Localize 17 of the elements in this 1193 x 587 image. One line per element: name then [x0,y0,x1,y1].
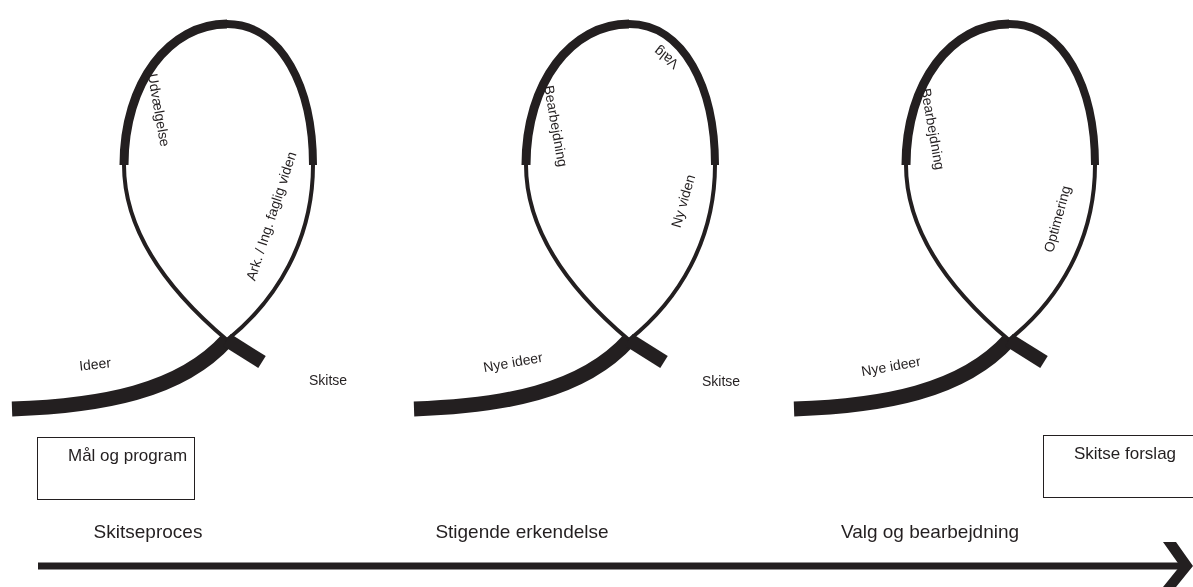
phase-label: Skitseproces [93,521,203,543]
loop-label: Skitse [308,372,348,388]
loop-label: Ny viden [667,172,699,230]
loop-label: Bearbejdning [917,87,949,171]
loop-label: Skitse [701,373,741,389]
box-label: Mål og program [68,445,188,467]
phase-label: Stigende erkendelse [435,521,609,543]
loop-label: Nye ideer [482,348,544,376]
process-box [1043,435,1193,498]
box-label: Skitse forslag [1074,443,1178,465]
loop-label: Ideer [78,354,112,374]
loop-label: Bearbejdning [540,84,572,168]
phase-label: Valg og bearbejdning [840,521,1020,543]
loop-label: Udvælgelse [144,72,174,148]
loop-label: Ark. / Ing. faglig viden [242,149,300,283]
loop-label: Nye ideer [860,352,922,380]
process-box [37,437,195,500]
